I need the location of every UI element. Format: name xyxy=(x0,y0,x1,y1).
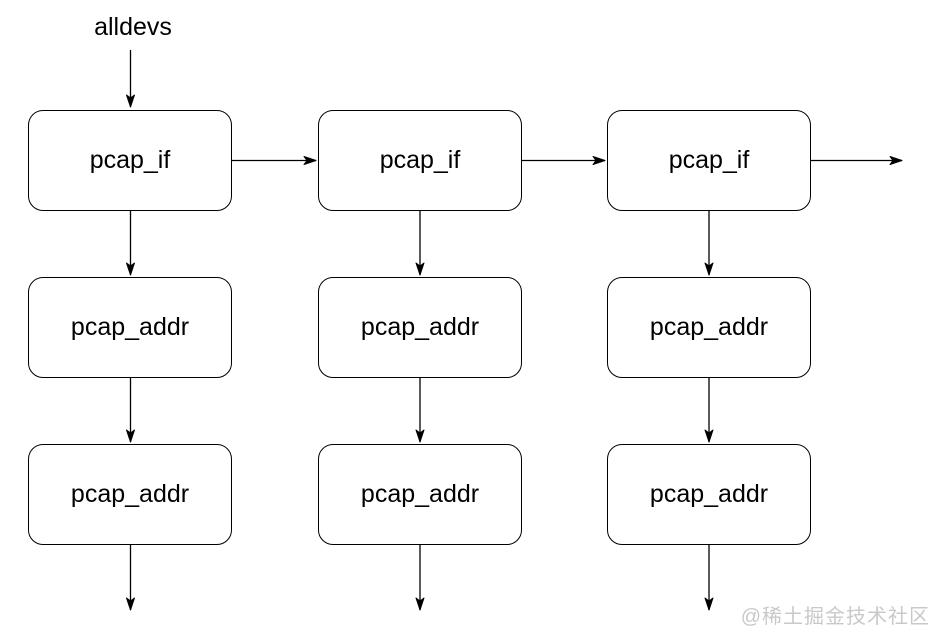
node-pcap-addr-3a: pcap_addr xyxy=(607,277,811,378)
node-pcap-addr-2b: pcap_addr xyxy=(318,444,522,545)
watermark: @稀土掘金技术社区 xyxy=(740,606,930,628)
node-pcap-addr-3b: pcap_addr xyxy=(607,444,811,545)
node-pcap-addr-1a: pcap_addr xyxy=(28,277,232,378)
node-pcap-addr-1b: pcap_addr xyxy=(28,444,232,545)
node-pcap-if-3: pcap_if xyxy=(607,110,811,211)
node-pcap-if-1: pcap_if xyxy=(28,110,232,211)
node-pcap-addr-2a: pcap_addr xyxy=(318,277,522,378)
alldevs-label: alldevs xyxy=(94,13,172,41)
node-pcap-if-2: pcap_if xyxy=(318,110,522,211)
